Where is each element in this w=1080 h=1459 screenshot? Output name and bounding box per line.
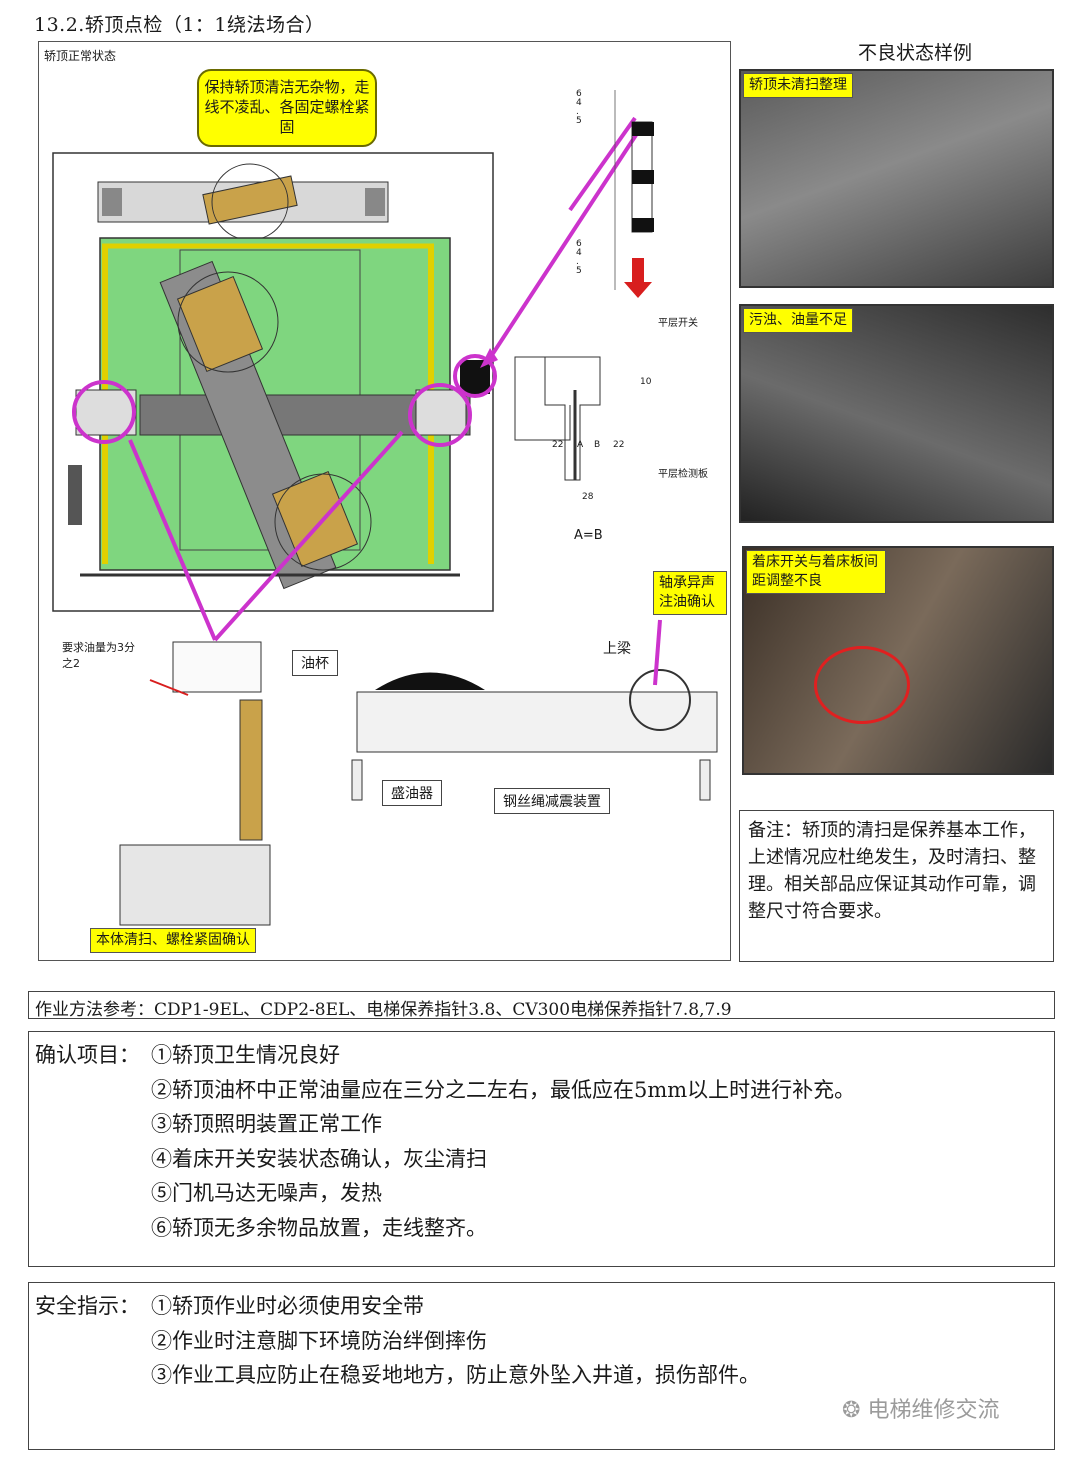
pulley-lower	[271, 470, 359, 568]
label-level-plate: 平层检测板	[658, 469, 708, 480]
confirm-item: ②轿顶油杯中正常油量应在三分之二左右，最低应在5mm以上时进行补充。	[151, 1077, 856, 1102]
highlight-switch	[453, 354, 497, 398]
page-title: 13.2.轿顶点检（1：1绕法场合）	[34, 14, 325, 36]
dim-10: 10	[640, 377, 652, 387]
arrowhead-switch	[480, 348, 498, 368]
panel-caption: 轿顶正常状态	[44, 49, 117, 63]
beam-side-view	[356, 691, 718, 753]
callout-keep-clean: 保持轿顶清洁无杂物，走线不凌乱、各固定螺栓紧固	[197, 69, 377, 147]
oil-cup-rod	[239, 699, 263, 841]
arrow-oilcup-left	[128, 439, 217, 641]
car-top-drawing	[52, 90, 718, 926]
label-upper-beam: 上梁	[603, 641, 631, 657]
arrow-detail-back	[568, 116, 637, 212]
beam-pulley	[629, 669, 691, 731]
circle-lower	[274, 473, 372, 571]
arrow-bearing	[653, 619, 662, 686]
confirm-row: ⑥轿顶无多余物品放置，走线整齐。	[35, 1211, 1048, 1246]
highlight-right	[408, 383, 472, 447]
highlight-left	[72, 380, 136, 444]
safety-items-box: 安全指示： ①轿顶作业时必须使用安全带 ②作业时注意脚下环境防治绊倒摔伤 ③作业工…	[28, 1282, 1055, 1450]
label-rope-damper: 钢丝绳减震装置	[494, 788, 610, 814]
level-plate-detail	[544, 356, 601, 481]
oil-cup	[172, 641, 262, 693]
confirm-row: 确认项目： ①轿顶卫生情况良好	[35, 1038, 1048, 1073]
door-operator-end-left	[102, 188, 122, 216]
callout-body-clean: 本体清扫、螺栓紧固确认	[90, 928, 256, 953]
label-level-switch: 平层开关	[658, 318, 698, 329]
confirm-item: ①轿顶卫生情况良好	[151, 1043, 340, 1067]
guide-shoe-left	[75, 389, 137, 436]
sample-tag: 着床开关与着床板间距调整不良	[746, 550, 886, 594]
sample-photo-switch-gap: 着床开关与着床板间距调整不良	[742, 546, 1054, 775]
safety-row: ②作业时注意脚下环境防治绊倒摔伤	[35, 1324, 1048, 1359]
confirm-item: ⑥轿顶无多余物品放置，走线整齐。	[151, 1215, 487, 1240]
dim-b: B	[594, 440, 601, 450]
confirm-row: ⑤门机马达无噪声，发热	[35, 1176, 1048, 1211]
dim-22-left: 22	[552, 440, 564, 450]
confirm-row: ④着床开关安装状态确认，灰尘清扫	[35, 1142, 1048, 1177]
sample-photo-uncleaned: 轿顶未清扫整理	[739, 69, 1054, 288]
confirm-row: ②轿顶油杯中正常油量应在三分之二左右，最低应在5mm以上时进行补充。	[35, 1073, 1048, 1108]
confirm-items-box: 确认项目： ①轿顶卫生情况良好 ②轿顶油杯中正常油量应在三分之二左右，最低应在5m…	[28, 1031, 1055, 1267]
side-bracket	[68, 465, 82, 525]
remark-box: 备注：轿顶的清扫是保养基本工作，上述情况应杜绝发生，及时清扫、整理。相关部品应保…	[739, 810, 1054, 962]
guide-shoe-right	[415, 389, 467, 436]
safety-item: ③作业工具应防止在稳妥地地方，防止意外坠入井道，损伤部件。	[151, 1363, 760, 1387]
dim-a: A	[577, 440, 584, 450]
arrow-switch-detail	[488, 130, 640, 360]
circle-upper	[177, 271, 279, 373]
red-arrow-shaft	[632, 258, 644, 282]
method-reference: 作业方法参考：CDP1-9EL、CDP2-8EL、电梯保养指针3.8、CV300…	[28, 991, 1055, 1020]
sample-photo-dirty-oil: 污浊、油量不足	[739, 304, 1054, 523]
sample-tag: 污浊、油量不足	[743, 308, 853, 333]
confirm-item: ⑤门机马达无噪声，发热	[151, 1181, 382, 1205]
oil-requirement-note: 要求油量为3分之2	[62, 641, 135, 670]
formula-a-equals-b: A=B	[574, 528, 603, 543]
arrow-oilcup-right	[213, 430, 404, 642]
dim-64-5-top: 6 4 . 5	[576, 89, 582, 126]
pulley-top	[202, 175, 298, 225]
diagram-panel	[38, 41, 731, 961]
safety-row: ③作业工具应防止在稳妥地地方，防止意外坠入井道，损伤部件。	[35, 1358, 1048, 1393]
confirm-item: ④着床开关安装状态确认，灰尘清扫	[151, 1146, 487, 1171]
label-oil-cup: 油杯	[292, 650, 338, 676]
label-oil-pan: 盛油器	[382, 780, 442, 806]
oil-cup-base	[119, 844, 271, 926]
safety-heading: 安全指示：	[35, 1294, 140, 1318]
sample-section-title: 不良状态样例	[858, 42, 973, 64]
safety-item: ②作业时注意脚下环境防治绊倒摔伤	[151, 1328, 487, 1353]
confirm-row: ③轿顶照明装置正常工作	[35, 1107, 1048, 1142]
sample-tag: 轿顶未清扫整理	[743, 73, 853, 98]
pulley-upper	[176, 275, 264, 373]
watermark: ❂ 电梯维修交流	[842, 1398, 1000, 1423]
confirm-heading: 确认项目：	[35, 1043, 140, 1067]
confirm-item: ③轿顶照明装置正常工作	[151, 1112, 382, 1136]
dim-64-5-bottom: 6 4 . 5	[576, 239, 582, 276]
door-operator-end-right	[365, 188, 385, 216]
safety-row: 安全指示： ①轿顶作业时必须使用安全带	[35, 1289, 1048, 1324]
wechat-icon: ❂	[842, 1398, 868, 1423]
red-arrow-head	[624, 282, 652, 298]
safety-item: ①轿顶作业时必须使用安全带	[151, 1294, 424, 1318]
callout-bearing: 轴承异声注油确认	[653, 571, 727, 615]
red-highlight-circle	[814, 646, 910, 724]
dim-28: 28	[582, 492, 594, 502]
dim-22-right: 22	[613, 440, 625, 450]
